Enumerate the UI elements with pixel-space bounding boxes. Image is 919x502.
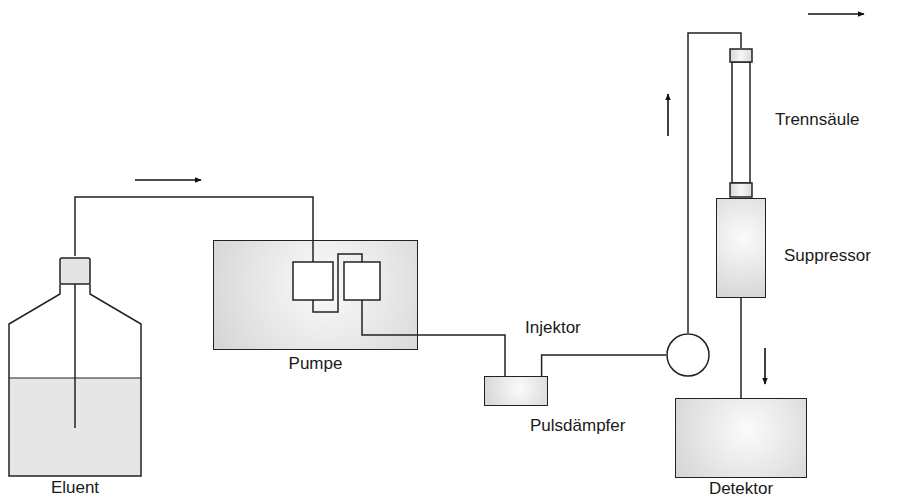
eluent-bottle-shape xyxy=(8,256,142,478)
flow-arrow xyxy=(667,94,669,136)
detector-box: Detektor xyxy=(675,398,809,500)
pulse-damper-shape xyxy=(484,376,548,406)
flow-arrow xyxy=(135,179,201,181)
pump-heads xyxy=(213,240,418,350)
component-label: Injektor xyxy=(525,318,581,338)
tubing-line xyxy=(740,298,742,398)
component-label: Pulsdämpfer xyxy=(530,416,625,436)
injector-valve: Injektor xyxy=(520,316,712,378)
flow-arrow xyxy=(808,13,864,15)
detector-box-shape xyxy=(675,398,807,478)
eluent-bottle: Eluent xyxy=(8,256,144,500)
pump-box: Pumpe xyxy=(213,240,420,378)
pulse-damper: Pulsdämpfer xyxy=(484,376,644,440)
component-label: Trennsäule xyxy=(775,110,859,130)
component-label: Detektor xyxy=(675,479,807,499)
pump-box-shape xyxy=(213,240,418,350)
flow-arrow xyxy=(764,348,766,384)
component-label: Suppressor xyxy=(784,246,871,266)
separation-column: Trennsäule xyxy=(729,48,869,198)
suppressor-box-shape xyxy=(716,198,766,298)
component-label: Eluent xyxy=(8,478,142,498)
separation-column-shape xyxy=(729,48,753,198)
tubing-line xyxy=(418,335,505,376)
suppressor-box: Suppressor xyxy=(716,198,876,298)
tubing-line xyxy=(542,355,666,376)
injector-valve-shape xyxy=(666,333,710,377)
component-label: Pumpe xyxy=(213,354,418,374)
